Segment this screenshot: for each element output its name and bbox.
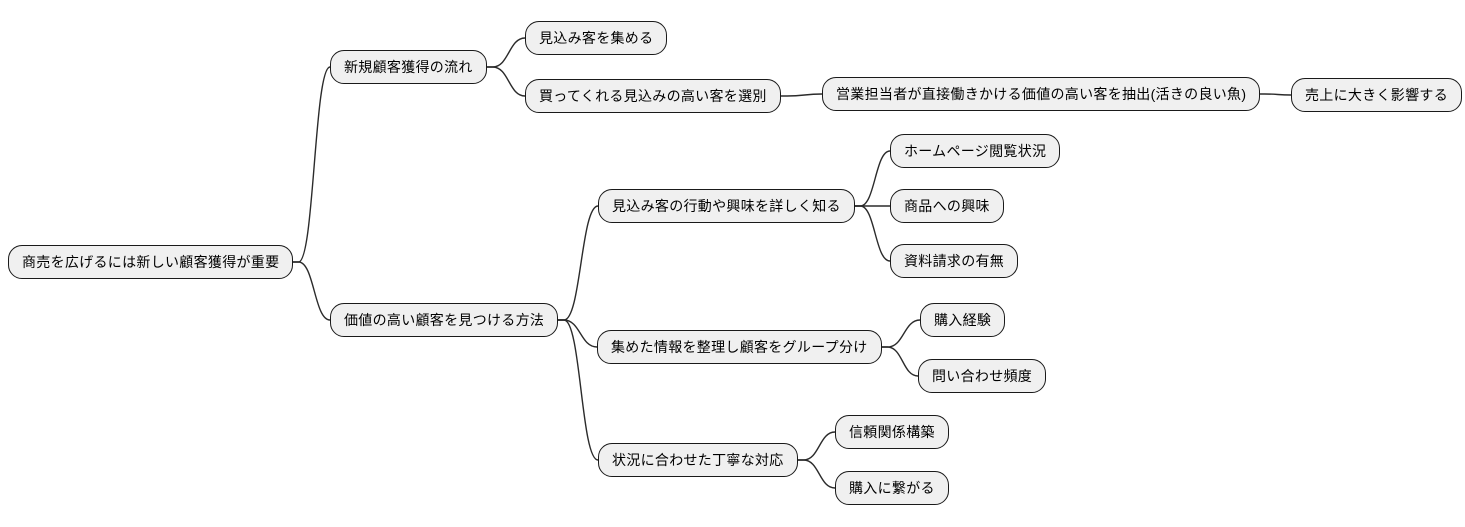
edge-know_behavior-doc_request [855, 205, 891, 262]
edge-know_behavior-web_views [855, 150, 891, 207]
node-purchase-experience[interactable]: 購入経験 [920, 303, 1006, 337]
edge-method-grouping [558, 319, 598, 348]
edge-grouping-purchase_exp [882, 319, 921, 348]
edge-root-method [293, 261, 331, 321]
edge-method-polite_response [558, 319, 599, 461]
node-sales-impact[interactable]: 売上に大きく影響する [1291, 78, 1462, 112]
node-leads-to-purchase[interactable]: 購入に繋がる [835, 471, 949, 505]
edge-select-extract [781, 93, 823, 97]
node-polite-response[interactable]: 状況に合わせた丁寧な対応 [598, 443, 798, 477]
node-gather-prospects[interactable]: 見込み客を集める [525, 21, 668, 55]
edge-polite_response-lead_purchase [798, 459, 836, 489]
edge-grouping-inquiry_freq [882, 346, 919, 377]
node-trust-building[interactable]: 信頼関係構築 [835, 415, 949, 449]
node-doc-request[interactable]: 資料請求の有無 [890, 244, 1019, 278]
node-root[interactable]: 商売を広げるには新しい顧客獲得が重要 [8, 245, 294, 279]
edge-flow-gather [487, 37, 526, 68]
node-product-interest[interactable]: 商品への興味 [890, 189, 1004, 223]
edge-extract-sales_impact [1260, 93, 1292, 96]
node-know-behavior[interactable]: 見込み客の行動や興味を詳しく知る [598, 189, 855, 223]
node-group-customers[interactable]: 集めた情報を整理し顧客をグループ分け [597, 330, 882, 364]
edge-root-flow [293, 66, 331, 263]
node-webpage-views[interactable]: ホームページ閲覧状況 [890, 134, 1061, 168]
edge-polite_response-trust [798, 431, 836, 461]
node-inquiry-frequency[interactable]: 問い合わせ頻度 [918, 359, 1047, 393]
node-extract-high-value[interactable]: 営業担当者が直接働きかける価値の高い客を抽出(活きの良い魚) [822, 77, 1261, 111]
node-find-high-value-method[interactable]: 価値の高い顧客を見つける方法 [330, 303, 559, 337]
edge-method-know_behavior [558, 205, 599, 321]
node-select-likely-buyers[interactable]: 買ってくれる見込みの高い客を選別 [525, 79, 781, 113]
edge-flow-select [487, 66, 526, 97]
node-new-customer-flow[interactable]: 新規顧客獲得の流れ [330, 50, 487, 84]
